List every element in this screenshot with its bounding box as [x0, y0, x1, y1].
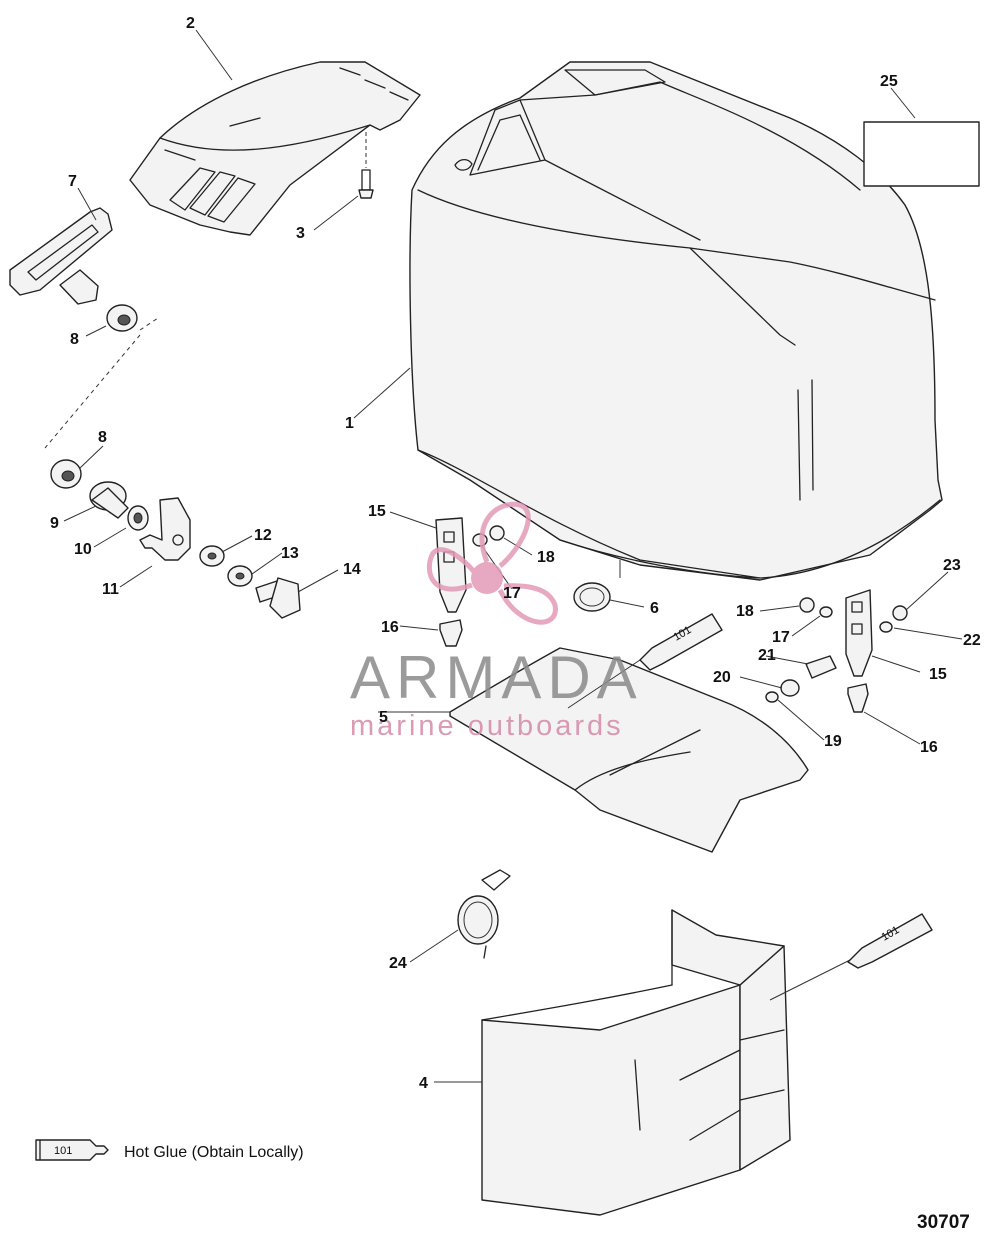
glue-tube-lower: 101 [769, 913, 933, 1001]
grommet-part-8-upper[interactable] [106, 304, 159, 332]
bracket-part-15-right[interactable] [845, 589, 873, 677]
callout-25: 25 [880, 73, 898, 90]
latch-hook-part-11[interactable] [139, 497, 191, 561]
callout-12: 12 [254, 527, 272, 544]
callout-9: 9 [50, 515, 59, 532]
legend-tube-label: 101 [54, 1145, 72, 1157]
callout-19: 19 [824, 733, 842, 750]
callout-22: 22 [963, 632, 981, 649]
callout-2: 2 [186, 15, 195, 32]
callout-17-left: 17 [503, 585, 521, 602]
callout-4: 4 [419, 1075, 428, 1092]
coil-part-24[interactable] [457, 869, 511, 959]
plug-part-6[interactable] [573, 560, 621, 612]
callout-20: 20 [713, 669, 731, 686]
washer-part-22[interactable] [879, 621, 893, 633]
callout-6: 6 [650, 600, 659, 617]
nut-part-23[interactable] [892, 605, 908, 621]
callout-14: 14 [343, 561, 361, 578]
leader-lines [63, 29, 963, 1083]
callout-15-right: 15 [929, 666, 947, 683]
watermark-tagline: marine outboards [350, 710, 624, 742]
watermark: ARMADA marine outboards [350, 501, 643, 742]
bolt-part-14[interactable] [255, 577, 301, 619]
assembly-dashed-line [44, 334, 141, 449]
callout-11: 11 [102, 581, 119, 598]
sleeve-part-9[interactable] [89, 481, 129, 519]
fitting-part-21[interactable] [805, 655, 837, 679]
glue-tube-upper: 101 [567, 613, 723, 709]
callout-16-right: 16 [920, 739, 938, 756]
watermark-brand: ARMADA [350, 644, 643, 711]
lower-cover-part-4[interactable] [481, 909, 791, 1216]
intake-cover-part-2[interactable] [129, 61, 421, 236]
sleeve-part-20[interactable] [780, 679, 800, 697]
callout-18-left: 18 [537, 549, 555, 566]
washer-part-19[interactable] [765, 691, 779, 703]
callout-17-right: 17 [772, 629, 790, 646]
seal-part-5[interactable] [449, 647, 809, 853]
nut-part-10[interactable] [127, 505, 149, 531]
decal-part-25[interactable] [863, 121, 980, 187]
callout-21: 21 [758, 647, 776, 664]
callout-numbers: 1 2 3 4 5 6 7 8 8 9 10 11 12 13 14 15 15… [50, 15, 981, 1092]
callout-10: 10 [74, 541, 92, 558]
legend-text: Hot Glue (Obtain Locally) [124, 1144, 304, 1161]
washer-part-12[interactable] [199, 545, 225, 567]
handle-part-7[interactable] [9, 207, 113, 305]
legend: 101 Hot Glue (Obtain Locally) [35, 1139, 304, 1161]
figure-number: 30707 [917, 1212, 970, 1233]
callout-18-right: 18 [736, 603, 754, 620]
propeller-logo [426, 501, 558, 625]
callout-15-left: 15 [368, 503, 386, 520]
clip-part-16-left[interactable] [439, 619, 463, 647]
grommet-part-8-lower[interactable] [50, 459, 82, 489]
top-cowl-part-1[interactable] [409, 61, 943, 581]
callout-23: 23 [943, 557, 961, 574]
washer-part-17-right[interactable] [819, 606, 833, 618]
callout-8-lower: 8 [98, 429, 107, 446]
callout-24: 24 [389, 955, 407, 972]
bracket-part-15-left[interactable] [435, 517, 467, 613]
callout-5: 5 [379, 709, 388, 726]
callout-16-left: 16 [381, 619, 399, 636]
callout-1: 1 [345, 415, 354, 432]
callout-8-upper: 8 [70, 331, 79, 348]
callout-3: 3 [296, 225, 305, 242]
legend-glue-tube-icon [35, 1139, 109, 1161]
nut-part-18-right[interactable] [799, 597, 815, 613]
callout-13: 13 [281, 545, 299, 562]
clip-part-16-right[interactable] [847, 683, 869, 713]
nut-part-18-left[interactable] [489, 525, 505, 541]
screw-part-3[interactable] [358, 132, 374, 199]
washer-part-13[interactable] [227, 565, 253, 587]
callout-7: 7 [68, 173, 77, 190]
